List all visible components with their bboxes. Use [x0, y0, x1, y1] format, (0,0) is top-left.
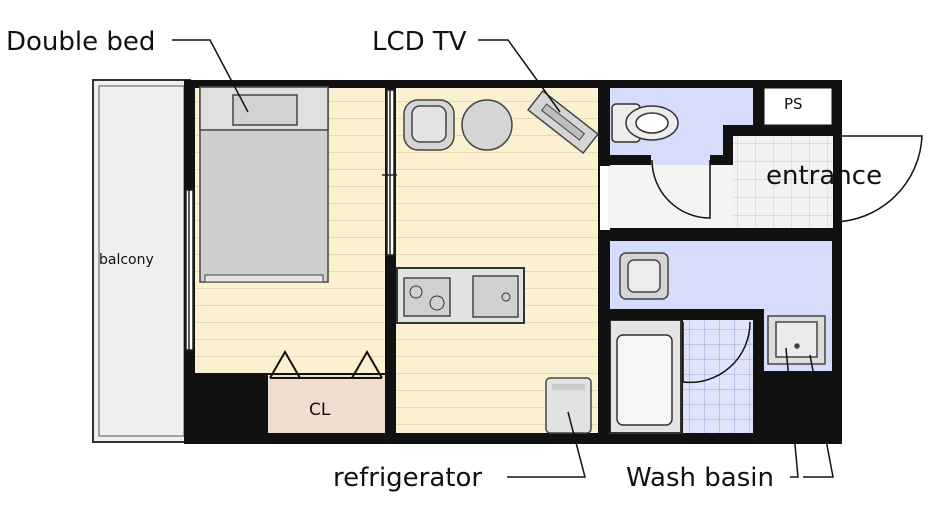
lcd-tv-label: LCD TV	[372, 27, 467, 57]
closet-label: CL	[309, 400, 331, 420]
interior-walls	[385, 88, 842, 444]
double-bed-label: Double bed	[6, 27, 156, 57]
entrance-floor	[733, 136, 833, 232]
double-bed	[199, 86, 329, 283]
entrance-label: entrance	[766, 161, 883, 191]
closet	[268, 375, 385, 433]
balcony-label: balcony	[99, 252, 154, 268]
washing-machine	[619, 252, 669, 300]
dining-set	[403, 99, 513, 151]
wash-basin	[767, 315, 826, 365]
door-swings	[651, 135, 923, 384]
balcony-area	[92, 79, 191, 443]
refrigerator-label: refrigerator	[333, 463, 483, 493]
balcony-window	[185, 89, 397, 351]
wash-basin-label: Wash basin	[626, 463, 774, 493]
lcd-tv	[526, 89, 600, 155]
ps-space	[763, 87, 833, 126]
toilet	[611, 103, 679, 143]
corridor	[604, 165, 734, 231]
refrigerator	[545, 377, 592, 434]
kitchen-counter	[396, 267, 525, 324]
ps-label: PS	[784, 95, 803, 113]
closet-doors	[269, 349, 383, 379]
bathtub	[609, 319, 682, 434]
leader-lines	[172, 39, 834, 478]
